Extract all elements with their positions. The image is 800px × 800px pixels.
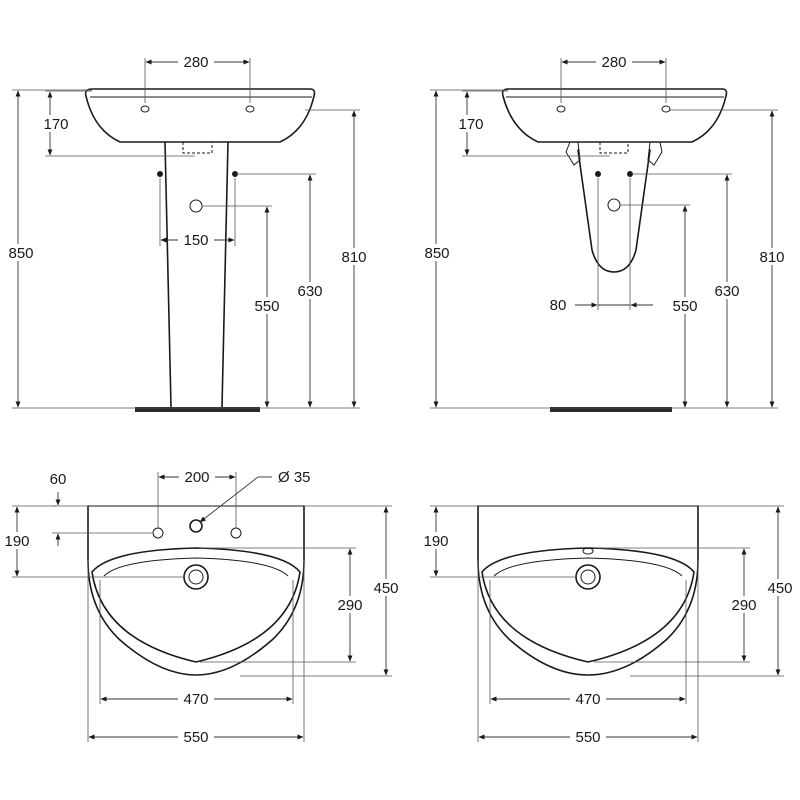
semi-pedestal (577, 149, 651, 273)
bowl-outline (481, 547, 695, 663)
waste-outlet (189, 199, 203, 213)
dim-470-three-hole: 470 (183, 691, 208, 708)
dim-200: 200 (184, 469, 209, 486)
dim-850-pedestal: 850 (8, 245, 33, 262)
dim-550-single-hole: 550 (575, 729, 600, 746)
top-view-three-hole: 200 Ø 35 60 190 290 450 470 (0, 468, 404, 746)
dim-850-semipedestal: 850 (424, 245, 449, 262)
tap-hole-right (245, 105, 255, 113)
dim-290-single-hole: 290 (731, 597, 756, 614)
fixing-right (232, 171, 238, 177)
dim-550-semipedestal: 550 (672, 298, 697, 315)
dim-holes-semipedestal: 280 (601, 54, 626, 71)
pedestal-front-view: 280 170 850 810 630 550 150 (3, 53, 372, 412)
tap-hole-center (189, 519, 203, 533)
floor-plinth (550, 407, 672, 412)
dim-470-single-hole: 470 (575, 691, 600, 708)
dim-810-pedestal: 810 (341, 249, 366, 266)
dim-diameter: Ø 35 (278, 469, 311, 486)
basin-outline (84, 88, 316, 143)
fixing-right (627, 171, 633, 177)
fixing-left (157, 171, 163, 177)
dim-550-pedestal: 550 (254, 298, 279, 315)
semipedestal-front-view: 280 170 850 810 630 550 80 (419, 53, 790, 412)
fixing-left (595, 171, 601, 177)
dim-80-semipedestal: 80 (550, 297, 567, 314)
dim-810-semipedestal: 810 (759, 249, 784, 266)
waste-outlet (183, 564, 209, 590)
dim-630-semipedestal: 630 (714, 283, 739, 300)
top-view-single-hole: 190 290 450 470 550 (419, 505, 798, 746)
pedestal (164, 141, 229, 408)
tap-hole-right (230, 527, 242, 539)
dim-450-three-hole: 450 (373, 580, 398, 597)
dim-150-pedestal: 150 (183, 232, 208, 249)
basin-top-outline (477, 505, 699, 676)
dim-170-pedestal: 170 (43, 116, 68, 133)
dim-170-semipedestal: 170 (458, 116, 483, 133)
floor-plinth (135, 407, 260, 412)
waste-outlet (607, 198, 621, 212)
tap-hole-left (140, 105, 150, 113)
dim-60: 60 (50, 471, 67, 488)
tap-hole-left (556, 105, 566, 113)
tap-hole (582, 547, 594, 555)
dim-holes-pedestal: 280 (183, 54, 208, 71)
dim-290-three-hole: 290 (337, 597, 362, 614)
tap-hole-left (152, 527, 164, 539)
basin-top-outline (87, 505, 305, 676)
dim-450-single-hole: 450 (767, 580, 792, 597)
dim-630-pedestal: 630 (297, 283, 322, 300)
basin-outline (501, 88, 728, 143)
dim-190-three-hole: 190 (4, 533, 29, 550)
tap-hole-right (661, 105, 671, 113)
waste-outlet (575, 564, 601, 590)
bowl-outline (91, 547, 301, 663)
dim-550-three-hole: 550 (183, 729, 208, 746)
dim-190-single-hole: 190 (423, 533, 448, 550)
